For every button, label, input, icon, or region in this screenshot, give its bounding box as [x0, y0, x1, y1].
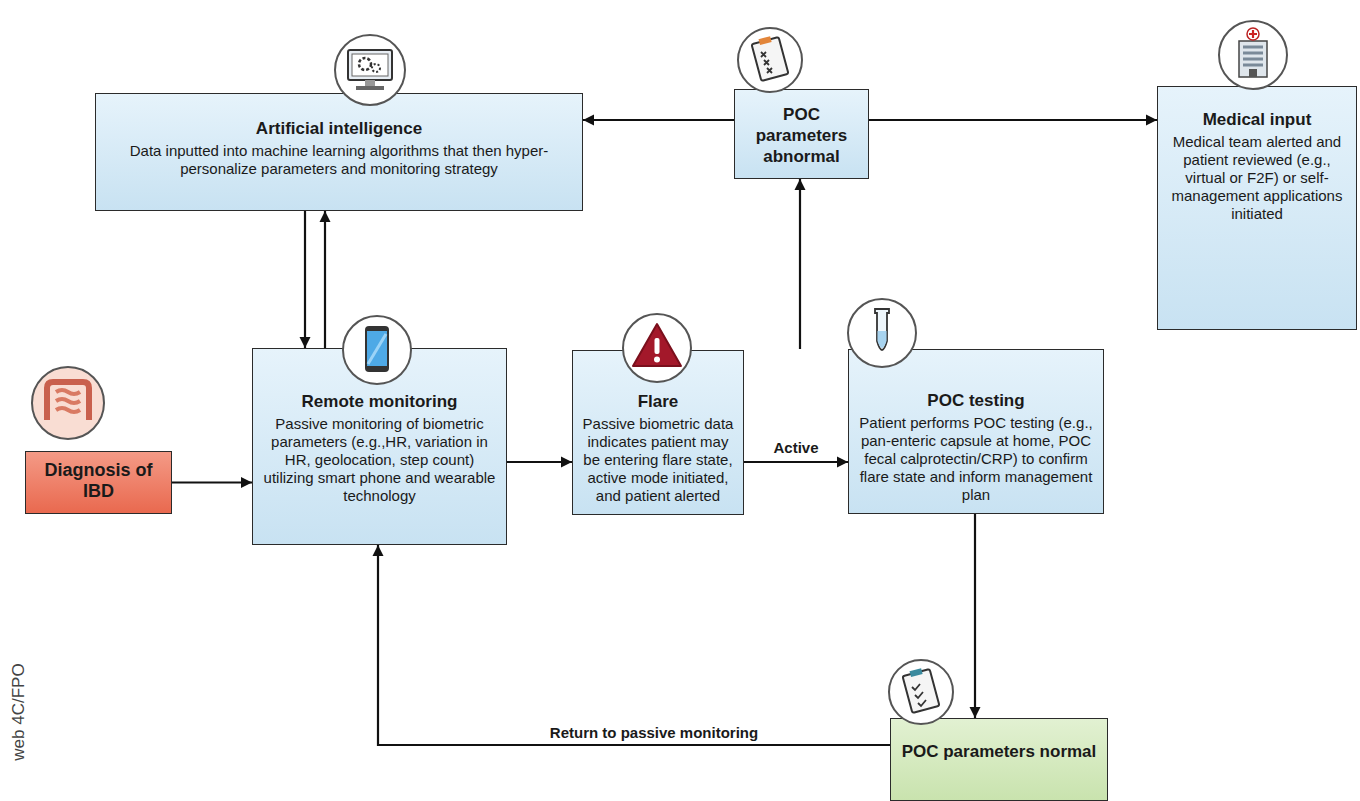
arrowhead: [241, 477, 252, 488]
medical-box: Medical inputMedical team alerted and pa…: [1157, 86, 1357, 330]
connector-line: [744, 461, 848, 463]
clipboard-icon: [736, 26, 804, 94]
connector-line: [304, 211, 306, 348]
box-heading: Medical input: [1165, 109, 1349, 130]
test-tube-icon: [846, 297, 918, 369]
box-heading: POC parameters abnormal: [742, 104, 861, 167]
abnormal-box: POC parameters abnormal: [734, 89, 869, 179]
warning-icon: [621, 312, 693, 384]
flow-arrow: [507, 457, 572, 468]
flow-arrow: [970, 514, 981, 718]
arrowhead: [300, 337, 311, 348]
flow-arrow: [869, 115, 1157, 126]
connector-line: [583, 119, 734, 121]
arrowhead: [561, 457, 572, 468]
edge-label: Return to passive monitoring: [547, 724, 761, 742]
connector-line: [869, 119, 1157, 121]
box-heading: Artificial intelligence: [103, 118, 575, 139]
arrowhead: [795, 179, 806, 190]
vertical-note: web 4C/FPO: [8, 663, 28, 760]
box-body: Medical team alerted and patient reviewe…: [1165, 133, 1349, 223]
arrowhead: [320, 211, 331, 222]
testing-box: POC testingPatient performs POC testing …: [848, 349, 1104, 514]
flow-arrow: [300, 211, 311, 348]
arrowhead: [970, 707, 981, 718]
edge-label: Active: [770, 439, 821, 457]
normal-box: POC parameters normal: [890, 718, 1108, 801]
connector-line: [324, 211, 326, 348]
flow-arrow: [172, 477, 252, 488]
box-heading: Remote monitoring: [260, 391, 499, 412]
box-body: Data inputted into machine learning algo…: [103, 142, 575, 178]
diagnosis-box: Diagnosis of IBD: [25, 451, 172, 514]
connector-line: [172, 481, 252, 483]
ai-box: Artificial intelligenceData inputted int…: [95, 93, 583, 211]
box-body: Passive biometric data indicates patient…: [580, 415, 736, 505]
connector-line: [799, 179, 801, 349]
box-body: Passive monitoring of biometric paramete…: [260, 415, 499, 505]
flow-arrow: [795, 179, 806, 349]
arrowhead: [1146, 115, 1157, 126]
connector-line: [378, 545, 890, 745]
arrowhead: [837, 457, 848, 468]
box-heading: POC testing: [856, 390, 1096, 411]
arrowhead: [373, 545, 384, 556]
smartphone-icon: [341, 314, 413, 386]
flow-arrow: [373, 545, 891, 745]
flow-arrow: [744, 457, 848, 468]
box-heading: Diagnosis of IBD: [33, 460, 164, 502]
box-body: Patient performs POC testing (e.g., pan-…: [856, 414, 1096, 504]
checklist-icon: [887, 658, 955, 726]
hospital-icon: [1217, 19, 1289, 91]
flow-arrow: [583, 115, 734, 126]
flow-arrow: [320, 211, 331, 348]
arrowhead: [583, 115, 594, 126]
computer-icon: [332, 32, 408, 108]
box-heading: POC parameters normal: [898, 741, 1100, 762]
connector-line: [974, 514, 976, 718]
intestine-icon: [29, 364, 107, 442]
box-heading: Flare: [580, 391, 736, 412]
